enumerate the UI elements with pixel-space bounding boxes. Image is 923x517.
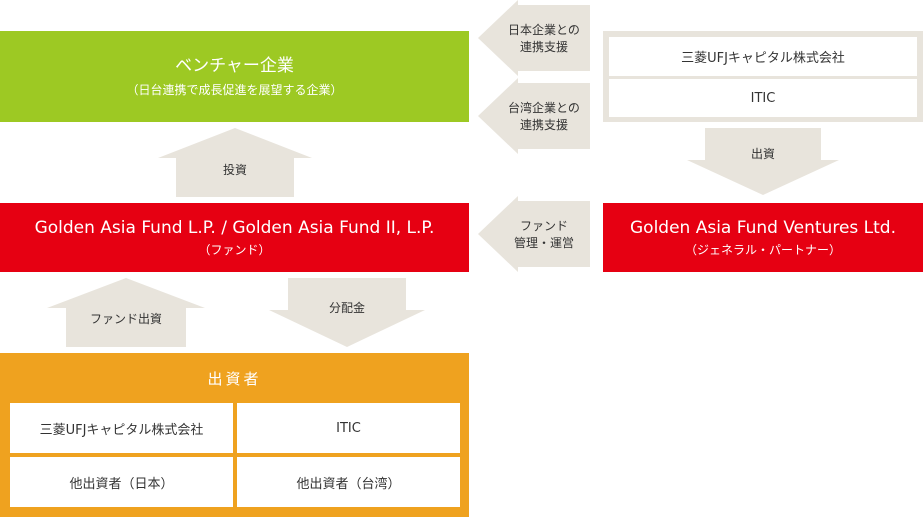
- investors-title: 出資者: [207, 370, 262, 388]
- investor-itic: ITIC: [237, 403, 460, 453]
- management-label: ファンド 管理・運営: [513, 219, 574, 250]
- gp-subtitle: （ジェネラル・パートナー）: [684, 242, 841, 257]
- distribution-label: 分配金: [328, 301, 365, 315]
- taiwan-support-label: 台湾企業との 連携支援: [508, 101, 580, 132]
- gp-box: Golden Asia Fund Ventures Ltd. （ジェネラル・パー…: [603, 203, 923, 272]
- sponsor-mufg-capital: 三菱UFJキャピタル株式会社: [609, 37, 917, 76]
- japan-support-label: 日本企業との 連携支援: [508, 23, 580, 54]
- investment-arrow: [158, 128, 312, 197]
- japan-support-arrow: [478, 0, 590, 76]
- fund-title: Golden Asia Fund L.P. / Golden Asia Fund…: [34, 217, 435, 238]
- investor-others-taiwan: 他出資者（台湾）: [237, 457, 460, 507]
- fund-contribution-arrow: [47, 278, 205, 347]
- investor-mufg-capital: 三菱UFJキャピタル株式会社: [10, 403, 233, 453]
- gp-contribution-label: 出資: [750, 147, 775, 161]
- taiwan-support-arrow: [478, 78, 590, 154]
- sponsors-panel: 三菱UFJキャピタル株式会社 ITIC: [603, 31, 923, 122]
- venture-company-subtitle: （日台連携で成長促進を展望する企業）: [126, 82, 343, 97]
- gp-title: Golden Asia Fund Ventures Ltd.: [630, 217, 896, 238]
- investment-label: 投資: [222, 163, 247, 177]
- venture-company-box: ベンチャー企業 （日台連携で成長促進を展望する企業）: [0, 31, 469, 122]
- investors-box: 出資者 三菱UFJキャピタル株式会社 ITIC 他出資者（日本） 他出資者（台湾…: [0, 353, 469, 517]
- gp-contribution-arrow: [687, 128, 839, 195]
- fund-contribution-label: ファンド出資: [89, 312, 162, 326]
- investor-others-japan: 他出資者（日本）: [10, 457, 233, 507]
- distribution-arrow: [269, 278, 425, 347]
- management-arrow: [478, 196, 590, 272]
- venture-company-title: ベンチャー企業: [175, 55, 294, 76]
- fund-box: Golden Asia Fund L.P. / Golden Asia Fund…: [0, 203, 469, 272]
- fund-subtitle: （ファンド）: [198, 242, 271, 257]
- sponsor-itic: ITIC: [609, 79, 917, 117]
